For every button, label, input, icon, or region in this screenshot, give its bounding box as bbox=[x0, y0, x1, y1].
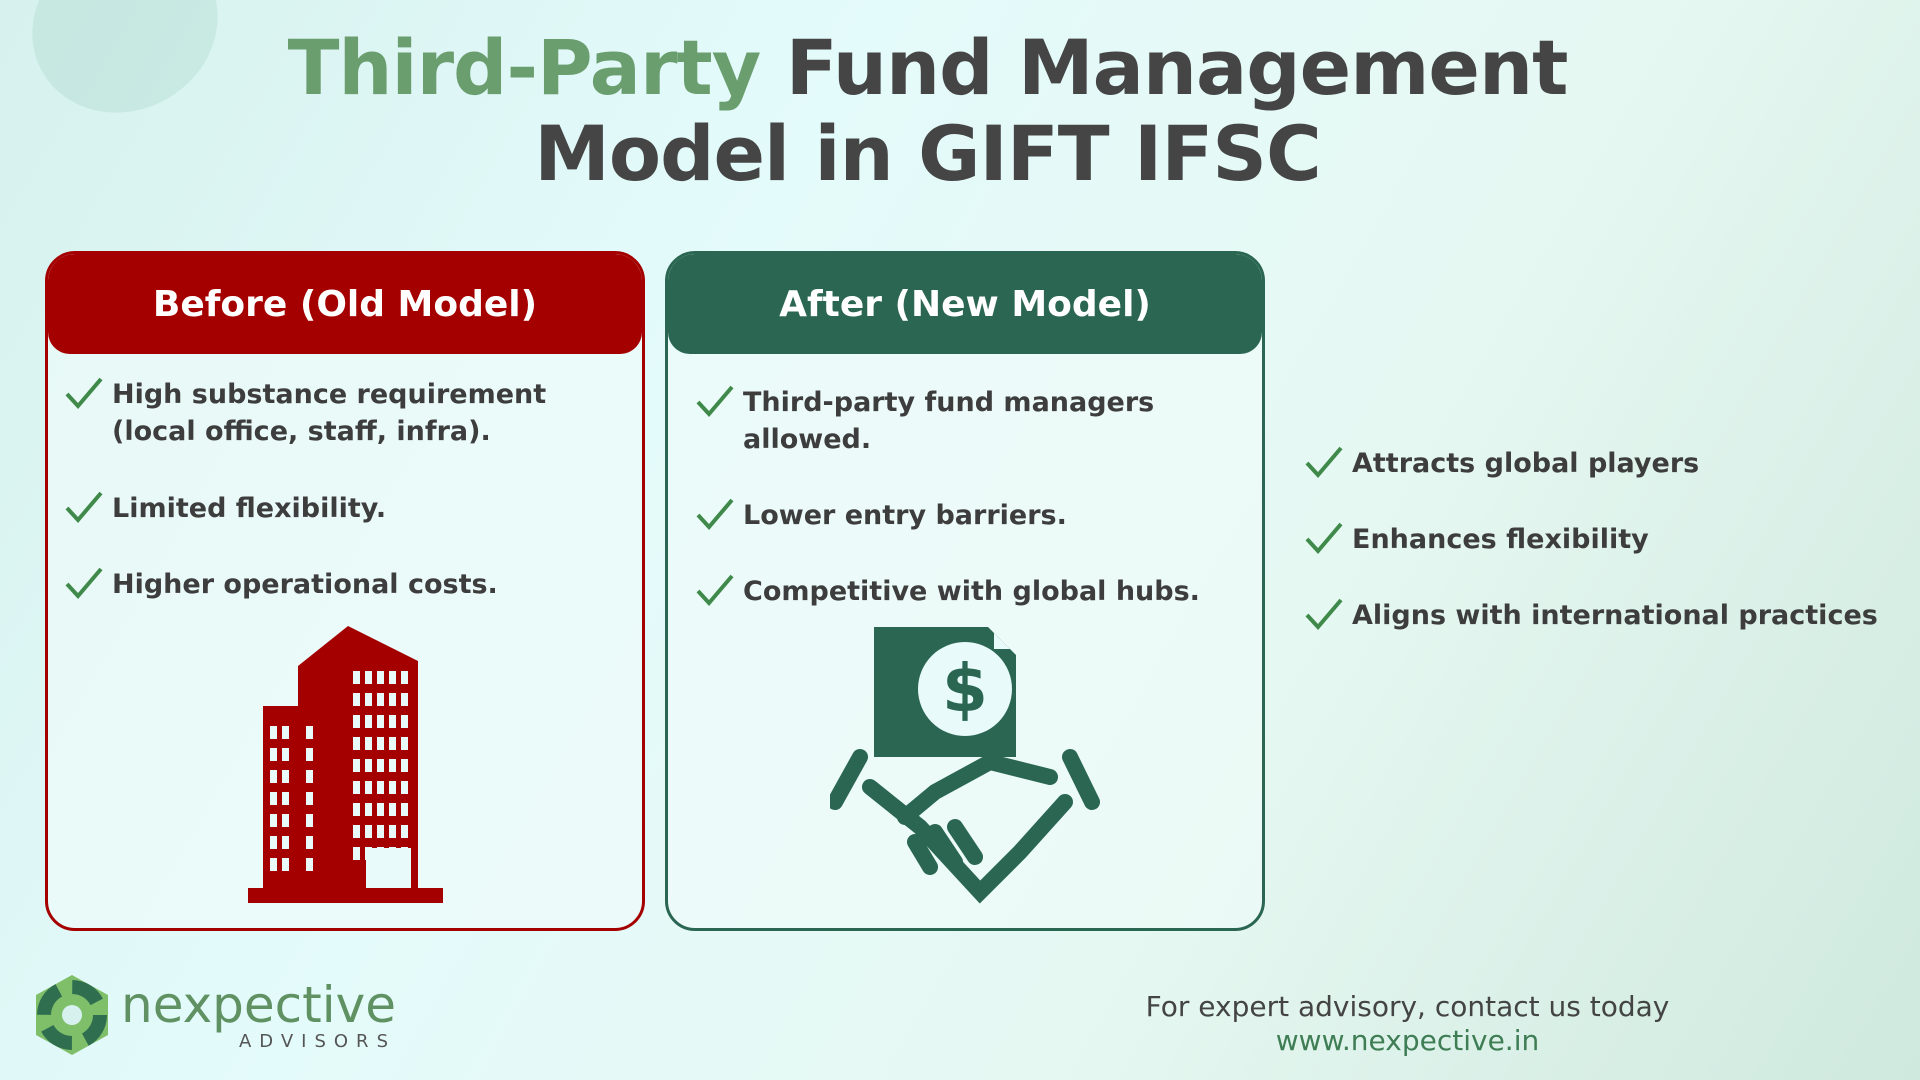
item-text: Aligns with international practices bbox=[1352, 600, 1878, 631]
list-item: Competitive with global hubs. bbox=[695, 573, 1200, 610]
check-icon bbox=[1305, 446, 1343, 479]
item-text: Higher operational costs. bbox=[112, 569, 498, 600]
title-highlight: Third-Party bbox=[287, 23, 762, 112]
check-icon bbox=[65, 377, 103, 410]
item-text: Enhances flexibility bbox=[1352, 524, 1649, 555]
list-item: Limited flexibility. bbox=[64, 490, 386, 527]
logo-sub: ADVISORS bbox=[238, 1030, 396, 1052]
after-card: After (New Model) bbox=[665, 251, 1265, 931]
page-title: Third-Party Fund Management Model in GIF… bbox=[0, 25, 1855, 197]
check-icon bbox=[696, 498, 734, 531]
item-text: Competitive with global hubs. bbox=[743, 576, 1200, 607]
handshake-money-icon: $ bbox=[830, 627, 1100, 904]
before-heading: Before (Old Model) bbox=[48, 254, 642, 354]
benefit-item: Aligns with international practices bbox=[1304, 597, 1878, 634]
item-text: Lower entry barriers. bbox=[743, 500, 1067, 531]
item-text: High substance requirement (local office… bbox=[112, 379, 547, 447]
title-line1: Fund Management bbox=[760, 23, 1569, 112]
check-icon bbox=[696, 574, 734, 607]
item-text: Third-party fund managers allowed. bbox=[743, 387, 1155, 455]
logo-mark-icon bbox=[36, 975, 108, 1055]
check-icon bbox=[65, 567, 103, 600]
check-icon bbox=[1305, 598, 1343, 631]
item-text: Limited flexibility. bbox=[112, 493, 387, 524]
check-icon bbox=[1305, 522, 1343, 555]
benefit-item: Enhances flexibility bbox=[1304, 521, 1649, 558]
title-line2: Model in GIFT IFSC bbox=[534, 109, 1322, 198]
check-icon bbox=[65, 491, 103, 524]
benefit-item: Attracts global players bbox=[1304, 445, 1699, 482]
footer-url[interactable]: www.nexpective.in bbox=[1275, 1024, 1540, 1057]
footer-cta: For expert advisory, contact us today bbox=[1145, 990, 1670, 1023]
building-icon: (function(){var s=document.currentScript… bbox=[248, 626, 443, 903]
list-item: Third-party fund managers allowed. bbox=[695, 384, 1175, 458]
logo-name: nexpective bbox=[121, 975, 396, 1034]
check-icon bbox=[696, 385, 734, 418]
list-item: Lower entry barriers. bbox=[695, 497, 1067, 534]
item-text: Attracts global players bbox=[1352, 448, 1700, 479]
list-item: High substance requirement (local office… bbox=[64, 376, 584, 450]
svg-text:$: $ bbox=[942, 650, 988, 727]
list-item: Higher operational costs. bbox=[64, 566, 498, 603]
after-heading: After (New Model) bbox=[668, 254, 1262, 354]
logo: nexpective ADVISORS bbox=[33, 973, 396, 1057]
